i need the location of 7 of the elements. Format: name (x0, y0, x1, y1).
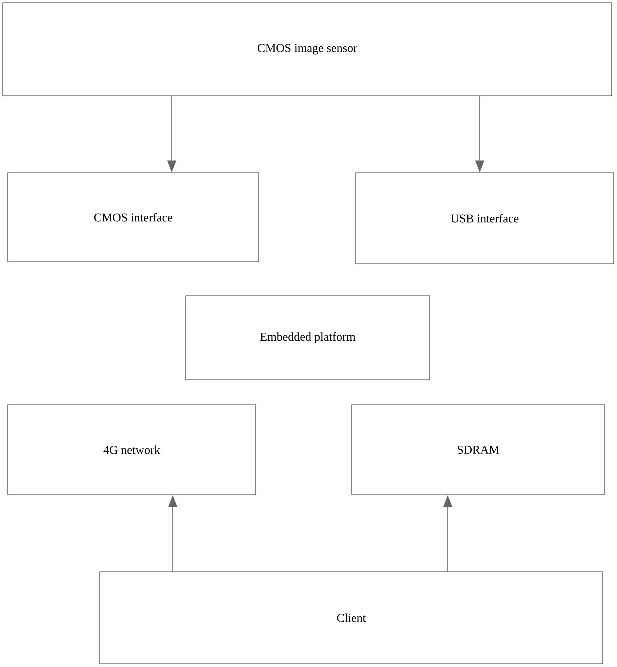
process-box: Client (100, 572, 604, 664)
process-box: CMOS interface (8, 172, 260, 262)
process-box: SDRAM (352, 404, 606, 496)
process-box: Embedded platform (186, 296, 430, 380)
process-box: CMOS image sensor (2, 2, 612, 96)
process-box: 4G network (8, 404, 256, 496)
process-box: USB interface (356, 172, 614, 264)
